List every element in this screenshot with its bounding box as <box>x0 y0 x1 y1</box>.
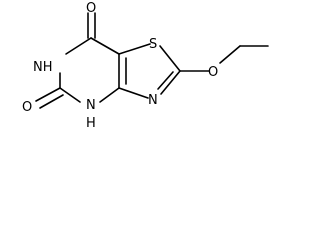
bond-c7-n6 <box>65 37 92 55</box>
bond-c5-o-double <box>39 94 64 109</box>
atom-h-bottom: H <box>86 116 96 131</box>
molecule-structure: O S O NH N O N H <box>22 1 269 131</box>
atom-nh-left: NH <box>33 60 53 75</box>
atom-n-thiazole: N <box>148 93 158 108</box>
bond-c5-o <box>35 87 61 102</box>
bond-oether-ch2 <box>219 45 241 64</box>
atom-o-top: O <box>86 1 96 16</box>
bond-layer <box>35 12 269 109</box>
atom-label-layer: O S O NH N O N H <box>22 1 218 131</box>
bond-s-c2 <box>159 45 181 72</box>
bond-c5-n4 <box>59 87 81 103</box>
bond-n4-c3a <box>99 87 120 103</box>
bond-c7a-s <box>118 43 151 55</box>
atom-s-ring: S <box>149 37 157 52</box>
bond-c7-c7a <box>90 37 120 55</box>
bond-c2-n3 <box>160 70 181 95</box>
atom-o-bottom: O <box>22 100 32 115</box>
atom-n-bottom: N <box>86 98 96 113</box>
bond-n3-c3a <box>118 87 149 99</box>
atom-o-ether: O <box>208 65 218 80</box>
bond-c2-n3-double <box>157 71 174 90</box>
